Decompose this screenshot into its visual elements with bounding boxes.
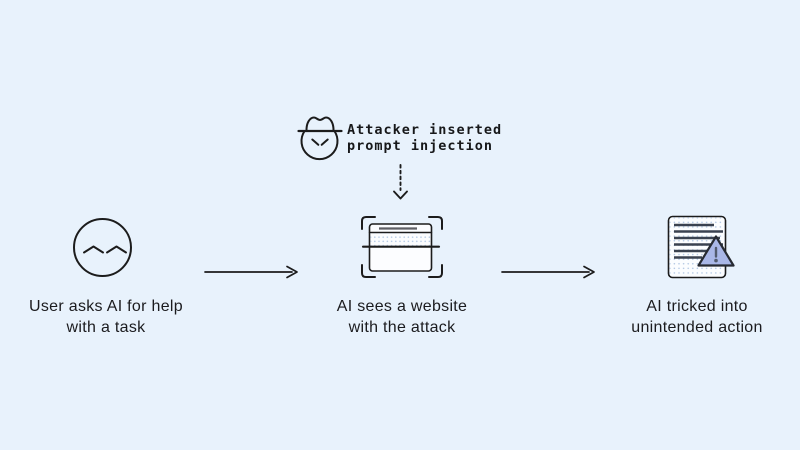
attacker-label-line1: Attacker inserted [347, 122, 503, 138]
document-warning-icon [664, 212, 738, 280]
step2-line1: AI sees a website [336, 298, 468, 315]
step1-line1: User asks AI for help [29, 298, 183, 315]
step-label-user: User asks AI for help with a task [6, 296, 206, 338]
step2-line2: with the attack [348, 319, 456, 336]
spy-hat-face-icon [297, 114, 343, 161]
attacker-label-line2: prompt injection [347, 137, 494, 154]
step-label-website: AI sees a website with the attack [302, 296, 502, 338]
flow-arrow-2 [501, 265, 598, 279]
step1-line2: with a task [66, 319, 146, 336]
flow-arrow-1 [204, 265, 301, 279]
website-scan-icon [361, 215, 443, 279]
step3-line2: unintended action [631, 319, 763, 336]
attacker-label: Attacker inserted prompt injection [347, 122, 503, 154]
dotted-down-arrow [392, 164, 409, 201]
step3-line1: AI tricked into [646, 298, 748, 315]
user-face-icon [72, 217, 133, 278]
step-label-outcome: AI tricked into unintended action [597, 296, 797, 338]
